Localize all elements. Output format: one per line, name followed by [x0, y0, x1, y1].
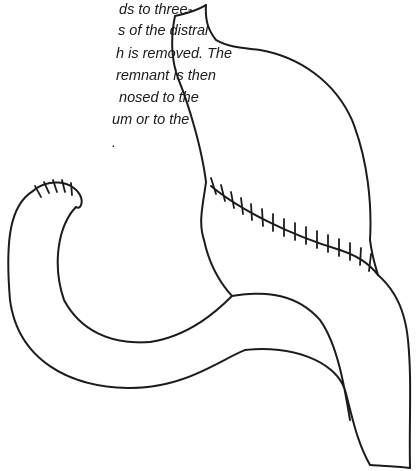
- efferent-limb-bottom: [370, 465, 410, 468]
- esophagus-top-rim: [175, 5, 206, 16]
- stomach-left-outline: [172, 16, 206, 182]
- efferent-limb: [378, 275, 410, 468]
- anastomosis-sutures: [211, 178, 371, 271]
- stump-sutures: [35, 180, 72, 197]
- stomach-right-outline: [206, 5, 378, 275]
